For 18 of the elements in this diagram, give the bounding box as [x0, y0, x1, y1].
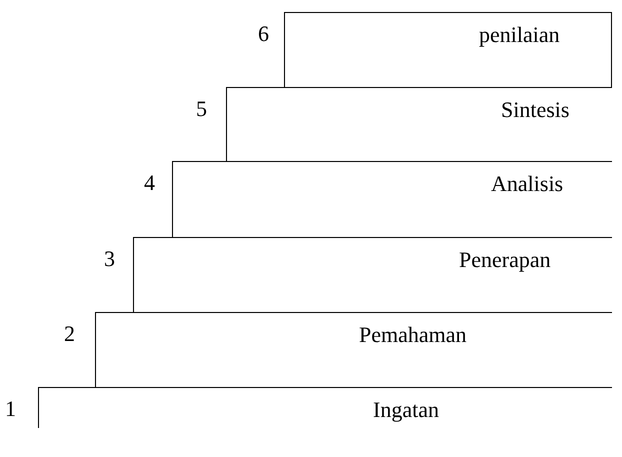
step-outline [172, 161, 612, 237]
step-label: Analisis [491, 173, 564, 195]
step-label: Pemahaman [359, 324, 467, 346]
step-outline [226, 87, 612, 161]
step-outline [95, 312, 612, 387]
step-label: Ingatan [373, 399, 439, 421]
step-number: 4 [144, 172, 155, 194]
step-number: 5 [196, 98, 207, 120]
step-label: penilaian [479, 24, 560, 46]
step-number: 6 [258, 23, 269, 45]
step-outline [38, 387, 612, 428]
step-label: Penerapan [459, 249, 551, 271]
step-label: Sintesis [501, 99, 570, 121]
step-number: 3 [104, 248, 115, 270]
step-number: 1 [5, 398, 16, 420]
step-outline [284, 12, 612, 87]
step-number: 2 [64, 323, 75, 345]
step-outline [133, 237, 612, 312]
